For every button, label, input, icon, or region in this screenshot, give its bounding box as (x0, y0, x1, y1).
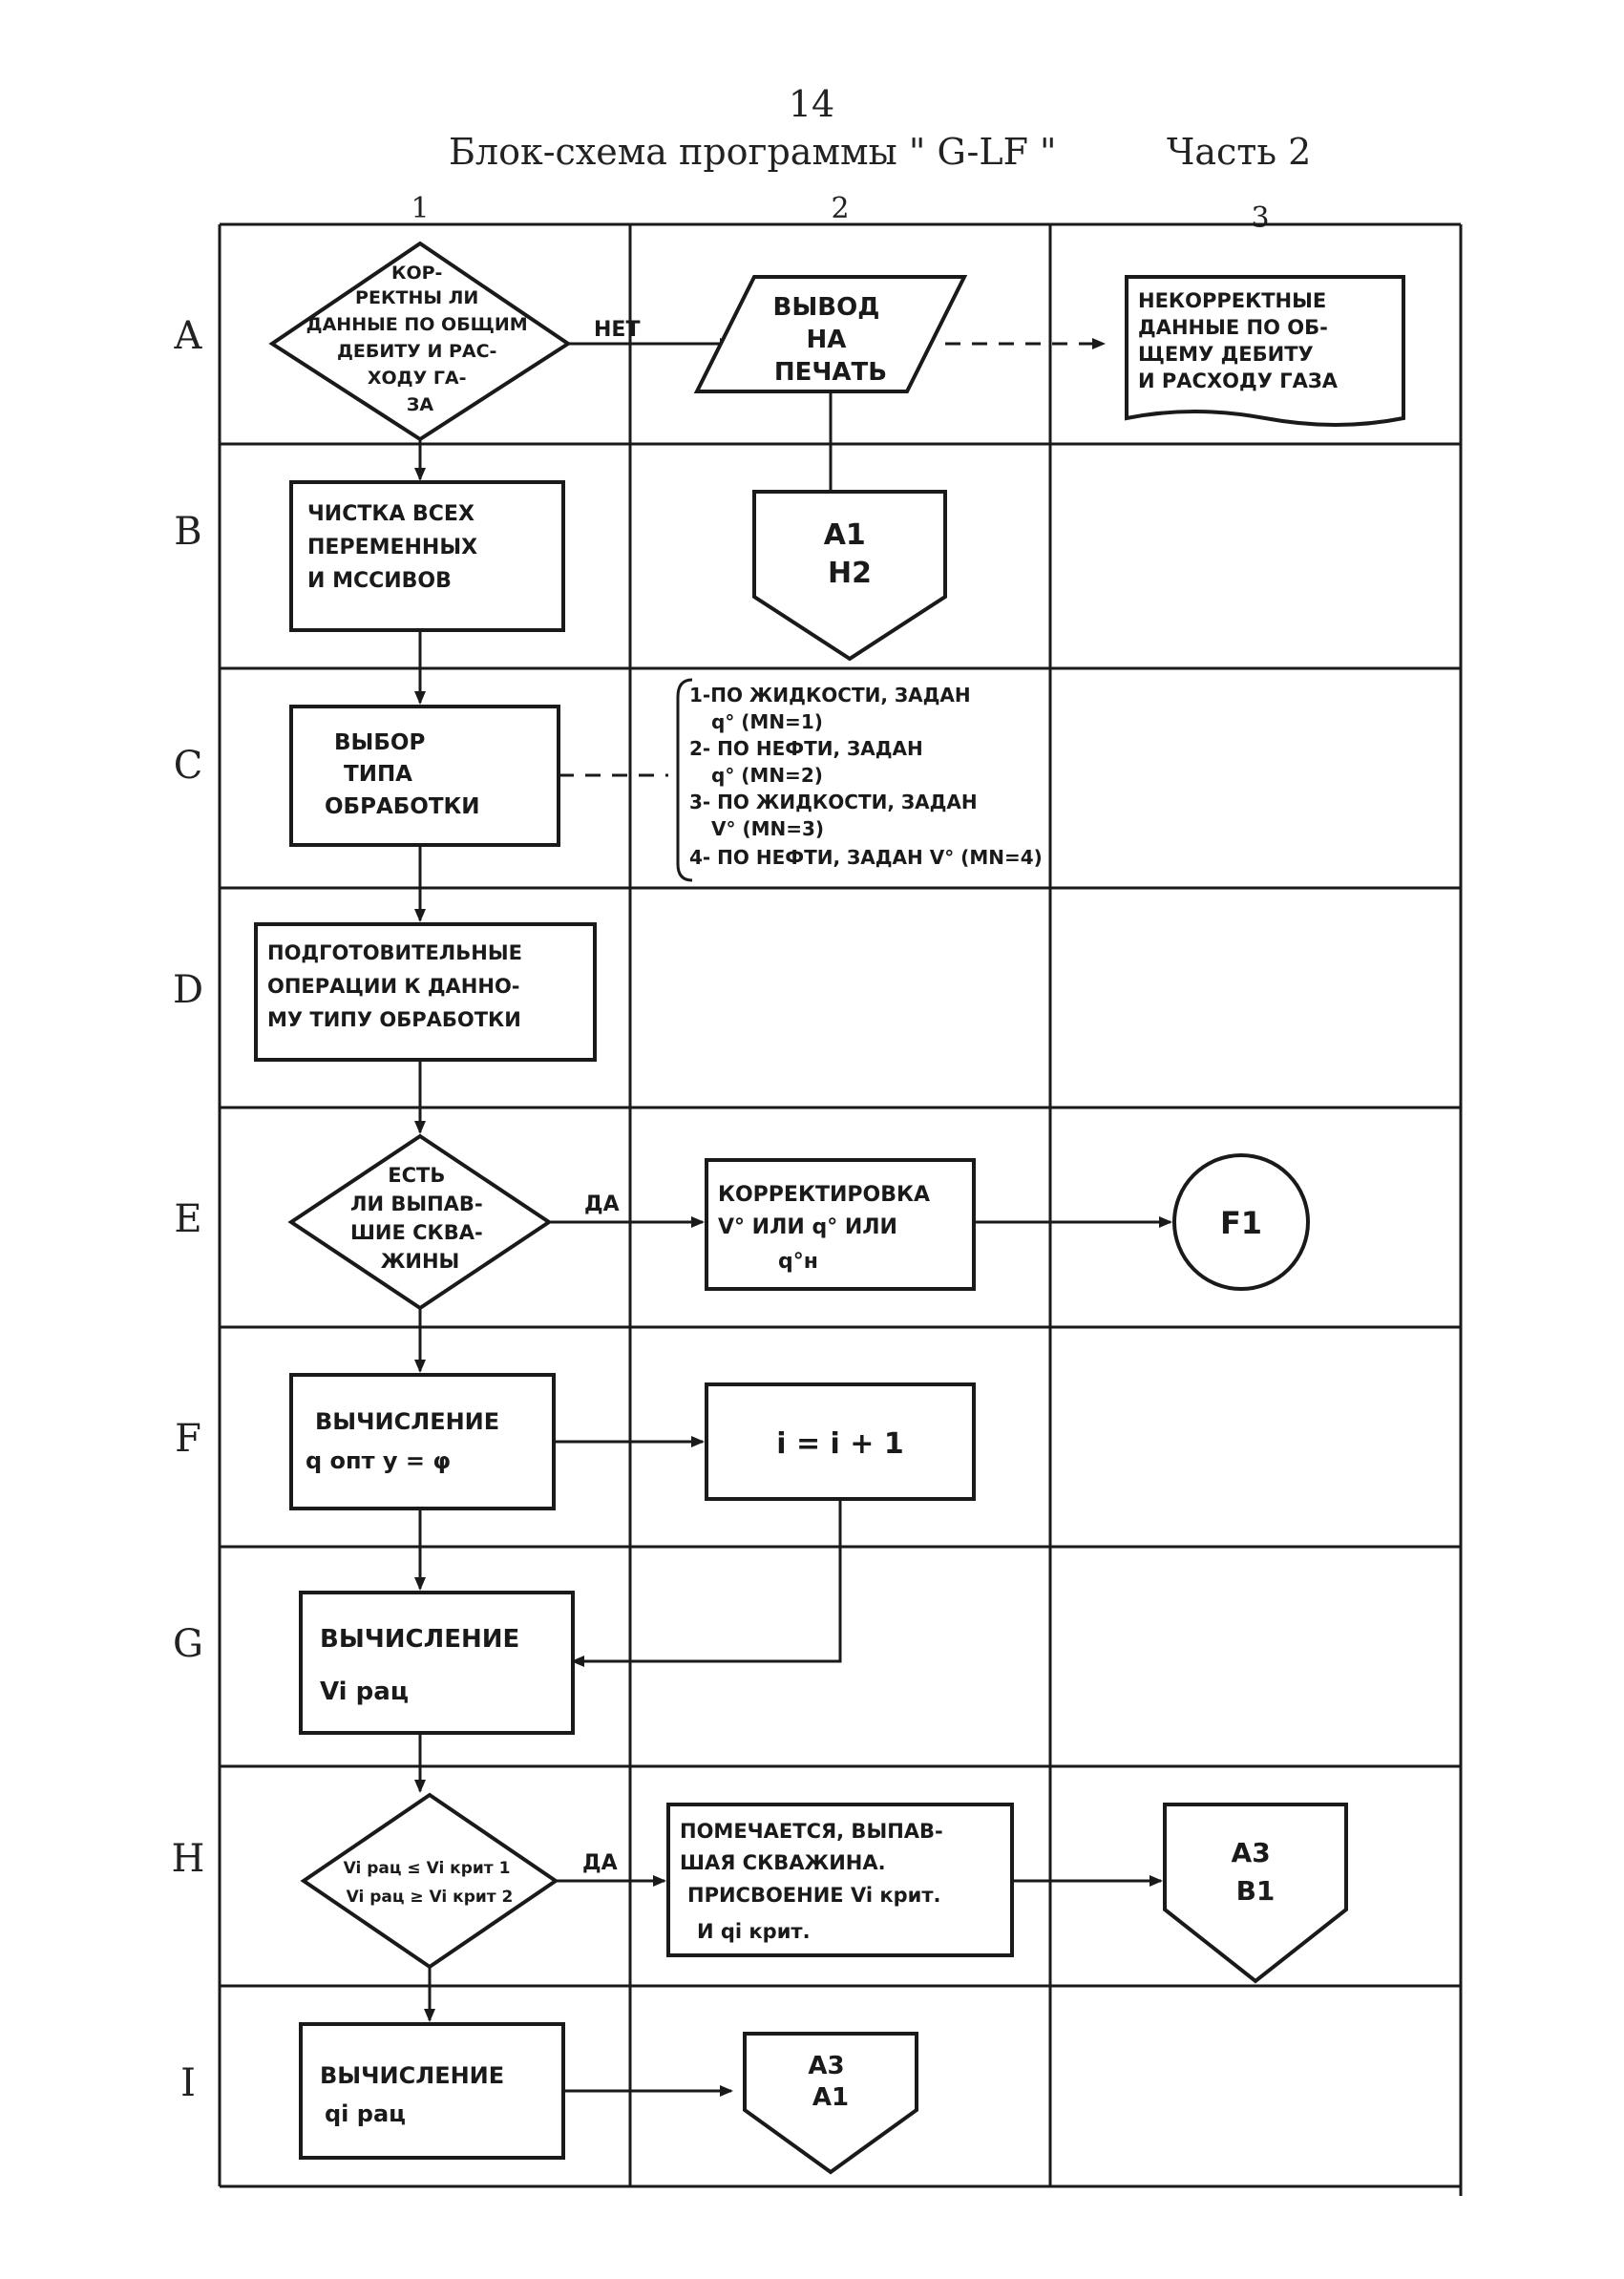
process-f2-text: i = i + 1 (776, 1427, 904, 1461)
process-h2-text: ПОМЕЧАЕТСЯ, ВЫПАВ- ШАЯ СКВАЖИНА. ПРИСВОЕ… (680, 1820, 950, 1943)
annotation-c2-text: 1-ПО ЖИДКОСТИ, ЗАДАН q° (MN=1) 2- ПО НЕФ… (689, 684, 1043, 869)
row-label-e: E (174, 1197, 201, 1241)
output-print-a2-text: ВЫВОД НА ПЕЧАТЬ (773, 293, 889, 387)
offpage-connector-i2 (743, 2032, 918, 2175)
process-e2-text: КОРРЕКТИРОВКА V° ИЛИ q° ИЛИ q°н (718, 1183, 938, 1274)
document-a3-text: НЕКОРРЕКТНЫЕ ДАННЫЕ ПО ОБ- ЩЕМУ ДЕБИТУ И… (1138, 289, 1339, 392)
process-g1-text: ВЫЧИСЛЕНИЕ Vi рац (320, 1625, 528, 1706)
row-label-a: A (174, 314, 203, 358)
decision-h1 (300, 1792, 559, 1970)
process-g1 (299, 1591, 575, 1735)
row-label-d: D (173, 968, 203, 1012)
row-label-i: I (180, 2061, 196, 2105)
edge-label-yes-e: ДА (584, 1192, 620, 1216)
connector-e3 (1172, 1153, 1310, 1291)
process-d1 (254, 922, 597, 1062)
process-f1 (289, 1373, 556, 1510)
process-h2 (666, 1803, 1014, 1957)
edge-label-no: НЕТ (594, 318, 640, 342)
offpage-connector-b2-text: A1 H2 (824, 518, 876, 590)
decision-h1-text: Vi рац ≤ Vi крит 1 Vi рац ≥ Vi крит 2 (344, 1859, 517, 1907)
process-b1 (289, 480, 565, 632)
process-e2 (705, 1158, 976, 1291)
offpage-connector-h3 (1163, 1803, 1348, 1984)
output-print-a2 (693, 275, 968, 393)
process-d1-text: ПОДГОТОВИТЕЛЬНЫЕ ОПЕРАЦИИ К ДАННО- МУ ТИ… (267, 941, 529, 1031)
process-b1-text: ЧИСТКА ВСЕХ ПЕРЕМЕННЫХ И МССИВОВ (307, 502, 485, 593)
process-c1-text: ВЫБОР ТИПА ОБРАБОТКИ (325, 730, 480, 819)
decision-a1-text: КОР- РЕКТНЫ ЛИ ДАННЫЕ ПО ОБЩИМ ДЕБИТУ И … (306, 263, 535, 415)
offpage-connector-h3-text: A3 B1 (1232, 1837, 1280, 1907)
decision-e1-text: ЕСТЬ ЛИ ВЫПАВ- ШИЕ СКВА- ЖИНЫ (350, 1164, 490, 1273)
offpage-connector-b2 (752, 490, 947, 662)
decision-e1 (287, 1133, 553, 1311)
document-a3 (1125, 275, 1405, 427)
process-i1 (299, 2022, 565, 2160)
connectors (414, 338, 1172, 2097)
edge-label-yes-h: ДА (582, 1851, 618, 1875)
connector-e3-text: F1 (1220, 1205, 1262, 1241)
process-f2 (705, 1382, 976, 1501)
offpage-connector-i2-text: A3 A1 (808, 2052, 853, 2112)
row-label-h: H (172, 1837, 205, 1881)
column-label-1: 1 (411, 192, 429, 225)
row-label-g: G (173, 1622, 203, 1666)
process-f1-text: ВЫЧИСЛЕНИЕ q опт y = φ (306, 1408, 508, 1474)
decision-a1 (268, 241, 572, 442)
grid (218, 222, 1463, 2196)
annotation-c2-bracket (676, 678, 693, 882)
page-title: Блок-схема программы " G-LF " (449, 131, 1057, 173)
process-i1-text: ВЫЧИСЛЕНИЕ qi рац (320, 2062, 513, 2127)
row-label-f: F (175, 1417, 201, 1461)
row-label-b: B (174, 510, 201, 554)
part-label: Часть 2 (1167, 131, 1311, 173)
column-label-2: 2 (831, 192, 849, 225)
page-number: 14 (789, 83, 834, 125)
row-label-c: C (174, 744, 203, 788)
process-c1 (289, 705, 560, 847)
column-label-3: 3 (1251, 201, 1269, 235)
